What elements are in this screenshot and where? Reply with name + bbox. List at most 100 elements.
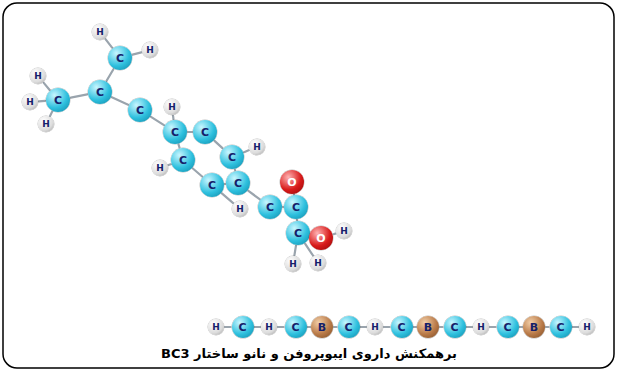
atom-sphere: H xyxy=(261,319,277,335)
atom-label: H xyxy=(253,143,261,152)
atom-label: C xyxy=(116,53,124,64)
atom-label: C xyxy=(294,228,302,239)
chemical-bond xyxy=(188,131,192,133)
atom-sphere: H xyxy=(30,68,46,84)
atom-sphere: H xyxy=(473,319,489,335)
atom-sphere: H xyxy=(152,160,168,176)
chemical-bond xyxy=(39,100,45,103)
atom-sphere: C xyxy=(88,80,112,104)
atom-sphere: H xyxy=(232,201,248,217)
atom-sphere: O xyxy=(309,226,333,250)
atom-label: H xyxy=(26,98,34,107)
atom-sphere: C xyxy=(128,98,152,122)
atom-sphere: C xyxy=(258,195,282,219)
atom-sphere: B xyxy=(311,316,333,338)
atom-label: H xyxy=(289,260,297,269)
atom-label: C xyxy=(208,180,216,191)
atom-sphere: H xyxy=(142,42,158,58)
atom-sphere: H xyxy=(38,116,54,132)
atom-sphere: H xyxy=(164,99,180,115)
atom-label: H xyxy=(34,72,42,81)
atom-label: C xyxy=(450,322,458,333)
chemical-bond xyxy=(215,141,223,148)
atom-sphere: C xyxy=(338,316,360,338)
atom-label: H xyxy=(314,259,322,268)
atom-sphere: H xyxy=(22,94,38,110)
atom-label: H xyxy=(96,28,104,37)
atom-label: H xyxy=(236,205,244,214)
chemical-bond xyxy=(308,326,311,328)
atom-sphere: C xyxy=(497,316,519,338)
atom-sphere: C xyxy=(444,316,466,338)
atom-sphere: H xyxy=(336,223,352,239)
atom-label: C xyxy=(397,322,405,333)
atom-label: C xyxy=(344,322,352,333)
atom-label: C xyxy=(292,202,300,213)
chemical-bond xyxy=(107,69,114,81)
atom-label: H xyxy=(340,227,348,236)
atom-label: O xyxy=(287,177,296,188)
atom-sphere: H xyxy=(208,319,224,335)
atom-label: H xyxy=(583,323,591,332)
chemical-bond xyxy=(467,326,473,328)
atom-label: C xyxy=(171,127,179,138)
chemical-bond xyxy=(112,97,128,104)
atom-sphere: O xyxy=(280,170,304,194)
atom-sphere: H xyxy=(579,319,595,335)
atom-label: O xyxy=(316,233,325,244)
figure-caption: برهمکنش داروی ایبوپروفن و نانو ساختار BC… xyxy=(0,346,618,361)
chemical-bond xyxy=(225,326,231,328)
atom-label: C xyxy=(179,155,187,166)
atom-label: C xyxy=(201,127,209,138)
chemical-bond xyxy=(361,326,367,328)
atom-label: C xyxy=(556,322,564,333)
chemical-bond xyxy=(169,163,171,166)
atom-sphere: C xyxy=(232,316,254,338)
atom-label: C xyxy=(234,178,242,189)
atom-label: C xyxy=(96,87,104,98)
atom-sphere: B xyxy=(417,316,439,338)
atom-label: H xyxy=(156,164,164,173)
atom-sphere: C xyxy=(284,195,308,219)
atom-label: B xyxy=(424,322,432,333)
chemical-bond xyxy=(294,246,295,255)
atom-label: C xyxy=(228,152,236,163)
chemical-bond xyxy=(414,326,417,328)
atom-sphere: C xyxy=(285,316,307,338)
chemical-bond xyxy=(546,326,549,328)
chemical-bond xyxy=(333,233,335,236)
atom-label: H xyxy=(477,323,485,332)
atom-sphere: B xyxy=(523,316,545,338)
atom-label: H xyxy=(168,103,176,112)
chemical-bond xyxy=(177,145,180,148)
atom-sphere: C xyxy=(193,120,217,144)
atom-sphere: C xyxy=(226,171,250,195)
atom-label: B xyxy=(530,322,538,333)
atom-label: C xyxy=(238,322,246,333)
atom-label: H xyxy=(42,120,50,129)
atom-sphere: H xyxy=(249,139,265,155)
atom-sphere: H xyxy=(92,24,108,40)
chemical-bond xyxy=(520,326,523,328)
chemical-bond xyxy=(334,326,337,328)
chemical-bond xyxy=(71,94,87,97)
atom-sphere: C xyxy=(200,173,224,197)
atom-sphere: C xyxy=(171,148,195,172)
chemical-bond xyxy=(105,39,112,48)
atom-sphere: C xyxy=(220,145,244,169)
frame-border xyxy=(3,3,614,368)
chemical-bond xyxy=(44,83,50,90)
chemical-bond xyxy=(244,150,249,152)
chemical-bond xyxy=(278,326,284,328)
chemical-bond xyxy=(172,116,175,119)
atom-label: H xyxy=(146,46,154,55)
chemical-bond xyxy=(222,193,233,203)
atom-sphere: C xyxy=(46,88,70,112)
atom-label: C xyxy=(136,105,144,116)
chemical-bond xyxy=(490,326,496,328)
chemical-bond xyxy=(384,326,390,328)
atom-sphere: C xyxy=(550,316,572,338)
